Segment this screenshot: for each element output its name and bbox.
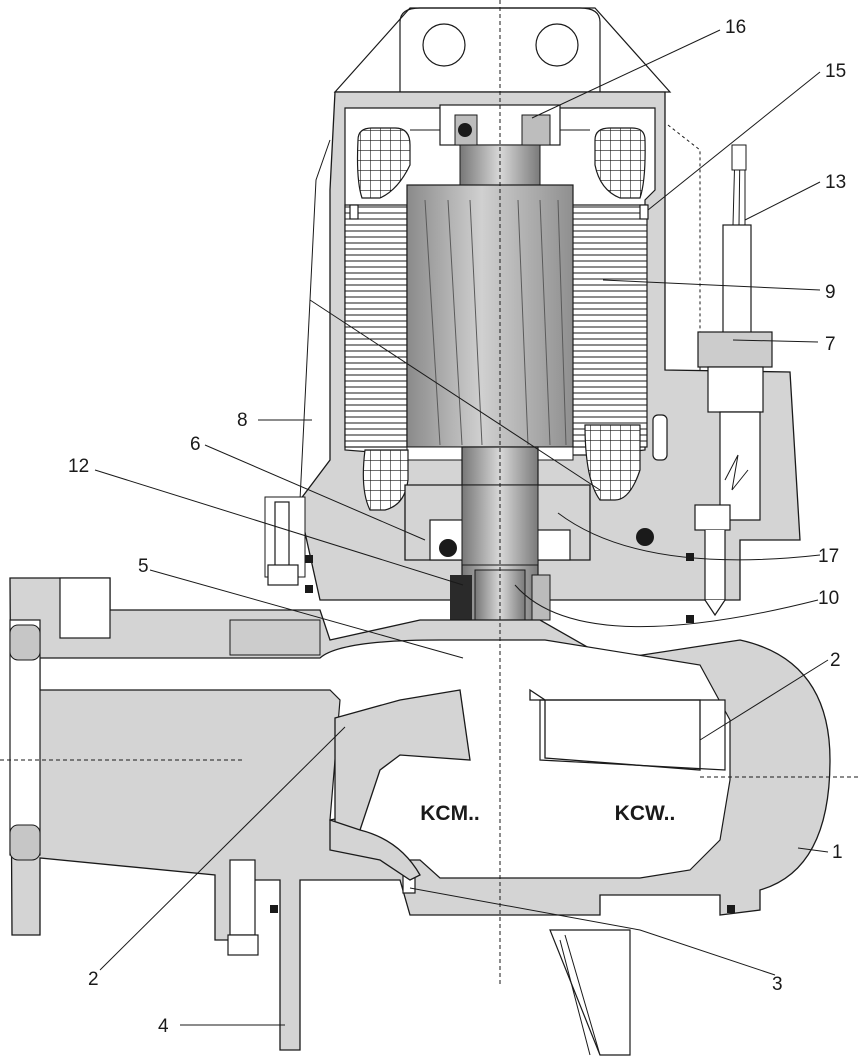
rotor (406, 184, 574, 461)
thermal-sensor (636, 414, 668, 546)
callout-5: 5 (138, 556, 149, 577)
callout-7: 7 (825, 334, 836, 355)
impeller (329, 688, 701, 881)
callout-10: 10 (818, 588, 839, 609)
flange-bolts (264, 496, 694, 623)
lower-bearing-housing (404, 484, 591, 566)
callout-12: 12 (68, 456, 89, 477)
upper-end-windings (356, 127, 646, 199)
callout-9: 9 (825, 282, 836, 303)
callout-17: 17 (818, 546, 839, 567)
cable-entry (694, 144, 773, 617)
label-kcm: KCM.. (420, 802, 480, 825)
stator-laminations (344, 204, 649, 448)
callout-13: 13 (825, 172, 846, 193)
center-axis (0, 0, 861, 985)
callout-16: 16 (725, 17, 746, 38)
callout-3: 3 (772, 974, 783, 995)
lifting-bracket (333, 7, 672, 93)
callout-4: 4 (158, 1016, 169, 1037)
callout-6: 6 (190, 434, 201, 455)
callout-8: 8 (237, 410, 248, 431)
lower-end-windings (362, 424, 641, 511)
callout-2-left: 2 (88, 969, 99, 990)
callout-2-right: 2 (830, 650, 841, 671)
leader-lines (94, 29, 829, 1026)
callout-1: 1 (832, 842, 843, 863)
callout-15: 15 (825, 61, 846, 82)
label-kcw: KCW.. (615, 802, 676, 825)
callout-numbers: 16 15 13 9 7 8 6 12 5 17 10 2 1 2 3 4 (68, 17, 846, 1037)
